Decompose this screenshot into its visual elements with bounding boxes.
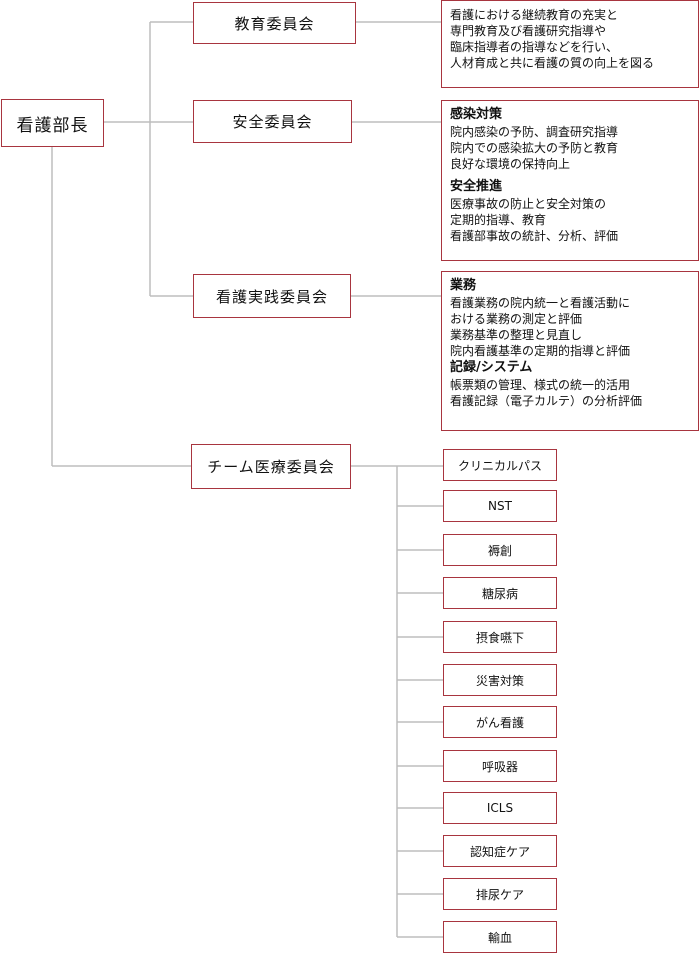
committee-safety: 安全委員会 — [193, 100, 352, 143]
safety-desc-line: 良好な環境の保持向上 — [450, 157, 571, 171]
team-item: 糖尿病 — [443, 577, 557, 609]
committee-team-medicine: チーム医療委員会 — [191, 444, 351, 489]
team-item: 褥創 — [443, 534, 557, 566]
team-item-label: クリニカルパス — [457, 458, 542, 473]
practice-desc-line: 看護業務の院内統一と看護活動に — [450, 296, 631, 310]
nursing-practice-description: 業務 看護業務の院内統一と看護活動に おける業務の測定と評価 業務基準の整理と見… — [441, 271, 699, 431]
team-item-label: 輸血 — [487, 930, 512, 945]
safety-description: 感染対策 院内感染の予防、調査研究指導 院内での感染拡大の予防と教育 良好な環境… — [441, 100, 699, 261]
safety-desc-line: 定期的指導、教育 — [450, 213, 547, 227]
safety-desc-line: 院内での感染拡大の予防と教育 — [450, 141, 619, 155]
education-desc-line: 臨床指導者の指導などを行い、 — [450, 40, 619, 54]
committee-nursing-practice: 看護実践委員会 — [193, 274, 351, 318]
education-description: 看護における継続教育の充実と 専門教育及び看護研究指導や 臨床指導者の指導などを… — [441, 0, 699, 88]
committee-nursing-practice-label: 看護実践委員会 — [215, 287, 328, 306]
safety-desc-line: 看護部事故の統計、分析、評価 — [450, 229, 619, 243]
team-item: 認知症ケア — [443, 835, 557, 867]
root-node: 看護部長 — [1, 99, 104, 147]
practice-desc-line: 業務基準の整理と見直し — [450, 328, 583, 342]
team-item: 呼吸器 — [443, 750, 557, 782]
team-item-label: がん看護 — [475, 715, 524, 730]
root-label: 看護部長 — [16, 115, 89, 136]
education-desc-line: 人材育成と共に看護の質の向上を図る — [450, 56, 655, 70]
team-item-label: 排尿ケア — [475, 887, 524, 902]
team-item-label: 認知症ケア — [469, 844, 530, 859]
team-item: 摂食嚥下 — [443, 621, 557, 653]
team-item: 排尿ケア — [443, 878, 557, 910]
team-item: ICLS — [443, 792, 557, 824]
education-desc-line: 看護における継続教育の充実と — [450, 8, 619, 22]
practice-desc-line: 帳票類の管理、様式の統一的活用 — [450, 378, 631, 392]
safety-desc-line: 医療事故の防止と安全対策の — [450, 197, 607, 211]
practice-desc-line: おける業務の測定と評価 — [450, 312, 583, 326]
safety-infection-heading: 感染対策 — [450, 107, 503, 122]
safety-promotion-heading: 安全推進 — [450, 179, 503, 194]
team-item-label: ICLS — [486, 801, 514, 815]
committee-education-label: 教育委員会 — [234, 14, 315, 33]
team-item-label: 呼吸器 — [481, 759, 518, 774]
practice-desc-line: 看護記録（電子カルテ）の分析評価 — [450, 394, 643, 408]
practice-desc-line: 院内看護基準の定期的指導と評価 — [450, 344, 631, 358]
team-item-label: 災害対策 — [475, 673, 524, 688]
team-item-label: 褥創 — [487, 543, 512, 558]
practice-operations-heading: 業務 — [450, 278, 477, 293]
practice-records-heading: 記録/システム — [450, 360, 533, 375]
team-item: クリニカルパス — [443, 449, 557, 481]
team-item: がん看護 — [443, 706, 557, 738]
safety-desc-line: 院内感染の予防、調査研究指導 — [450, 125, 619, 139]
team-item-label: NST — [488, 499, 512, 513]
team-item: NST — [443, 490, 557, 522]
education-desc-line: 専門教育及び看護研究指導や — [450, 24, 607, 38]
team-item: 災害対策 — [443, 664, 557, 696]
committee-team-medicine-label: チーム医療委員会 — [207, 458, 335, 476]
team-item: 輸血 — [443, 921, 557, 953]
team-item-label: 糖尿病 — [481, 586, 518, 601]
team-item-label: 摂食嚥下 — [475, 630, 524, 645]
committee-education: 教育委員会 — [193, 2, 356, 44]
committee-safety-label: 安全委員会 — [232, 113, 313, 131]
